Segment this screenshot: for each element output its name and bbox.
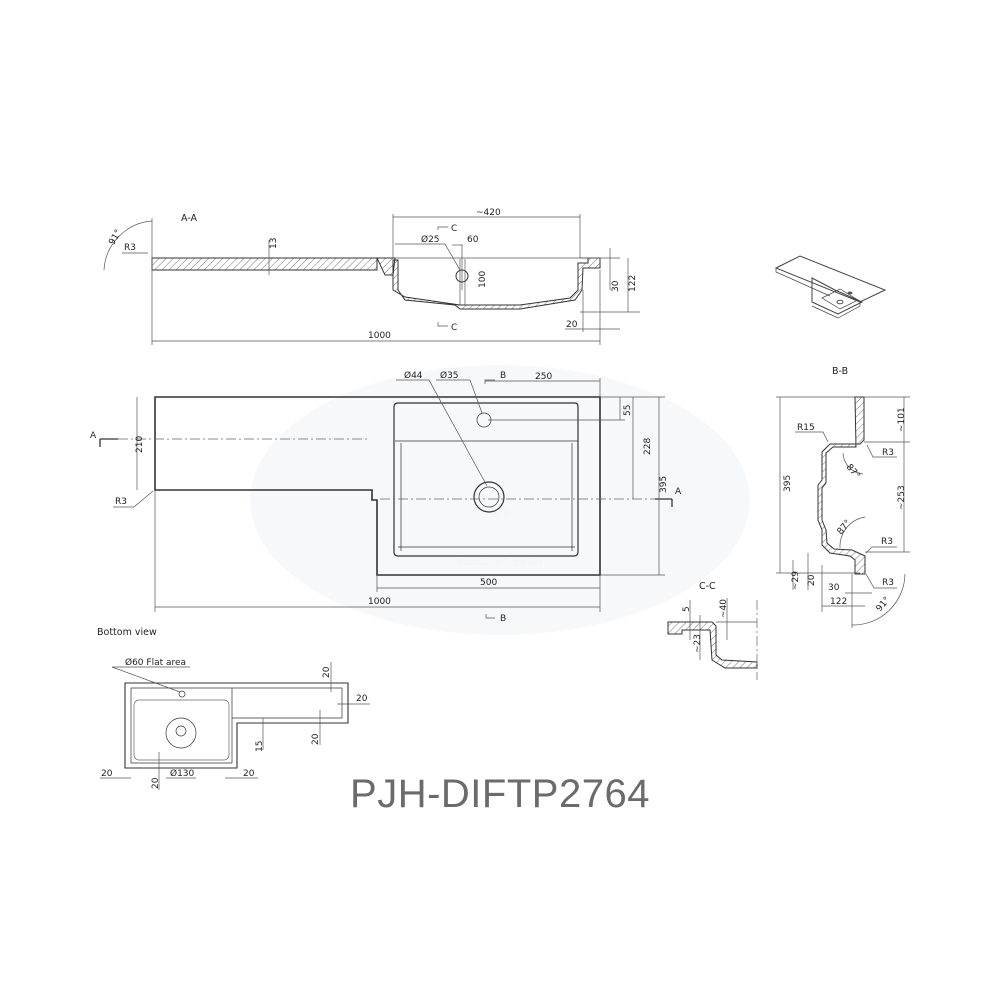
bottom-step-offset: 15 — [255, 741, 265, 752]
plan-shelf-depth: 210 — [135, 436, 145, 453]
plan-view: A A Ø44 Ø35 B 250 55 228 395 210 R3 500 … — [90, 370, 682, 624]
plan-tap-from-top: 55 — [623, 405, 633, 416]
bb-r3-top: R3 — [882, 448, 894, 458]
product-code: PJH-DIFTP2764 — [350, 772, 650, 816]
plan-depth: 395 — [659, 476, 669, 493]
plan-drain-from-top: 228 — [643, 438, 653, 455]
section-aa: A-A 91° R3 13 ~420 C C Ø25 60 100 30 122 — [103, 208, 640, 345]
section-bb-title: B-B — [832, 366, 848, 377]
isometric-thumbnail — [774, 255, 887, 319]
aa-tap-hole: Ø25 — [421, 234, 440, 245]
cut-a-right: A — [675, 487, 682, 497]
bottom-waste: Ø130 — [170, 768, 195, 779]
bb-dim-29: ~29 — [791, 571, 801, 590]
aa-length: 1000 — [368, 331, 391, 341]
plan-tap: Ø35 — [440, 370, 459, 381]
bb-r3-bottom: R3 — [882, 578, 894, 588]
cc-dim-5: 5 — [682, 606, 692, 612]
bottom-left-margin: 20 — [101, 769, 113, 779]
aa-rim: 30 — [611, 280, 621, 292]
svg-text:Plumbing Supplies: Plumbing Supplies — [457, 558, 543, 568]
svg-text:KPS: KPS — [491, 508, 510, 518]
aa-rim-offset: 20 — [566, 320, 578, 330]
plan-tap-from-right: 250 — [535, 372, 552, 382]
aa-tap-offset: 60 — [467, 235, 479, 245]
aa-depth: 100 — [478, 271, 488, 288]
cut-a-left: A — [90, 431, 97, 441]
bb-dim-30: 30 — [828, 583, 840, 593]
bb-angle-top: 87° — [844, 463, 862, 482]
bottom-top-margin: 20 — [322, 666, 332, 678]
aa-angle: 91° — [107, 228, 124, 247]
section-bb: B-B 395 R15 ~101 R3 87° ~253 87° R3 ~29 … — [776, 366, 910, 628]
bottom-flat-area: Ø60 Flat area — [125, 657, 186, 668]
aa-radius: R3 — [124, 243, 136, 253]
cut-b-top: B — [500, 371, 506, 381]
bottom-inner-margin: 20 — [243, 769, 255, 779]
bottom-right-margin: 20 — [356, 694, 368, 704]
bb-angle: 91° — [875, 595, 893, 614]
bottom-view: Bottom view Ø60 Flat area 20 20 20 15 20… — [97, 627, 370, 790]
cc-dim-23: ~23 — [693, 634, 703, 653]
plan-basin-width: 500 — [480, 578, 497, 588]
aa-cut-c-top: C — [451, 224, 457, 234]
bb-angle-bottom: 87° — [836, 518, 854, 537]
aa-total-height: 122 — [628, 275, 638, 292]
watermark: KPS Plumbing Supplies — [250, 365, 750, 635]
plan-length: 1000 — [368, 597, 391, 607]
bottom-step-margin: 20 — [311, 733, 321, 745]
bottom-view-title: Bottom view — [97, 627, 157, 638]
bb-r3-mid: R3 — [881, 537, 893, 547]
section-cc: C-C 5 ~40 ~23 — [667, 581, 758, 680]
bb-top: ~101 — [897, 407, 907, 432]
cut-b-bottom: B — [500, 614, 506, 624]
bb-dim-122: 122 — [830, 597, 847, 607]
cc-dim-40: ~40 — [719, 599, 729, 618]
aa-cut-c-bottom: C — [451, 323, 457, 333]
plan-drain: Ø44 — [404, 370, 423, 381]
section-cc-title: C-C — [699, 581, 716, 592]
aa-basin-width: ~420 — [476, 208, 501, 218]
bb-depth: 395 — [783, 475, 793, 492]
bottom-bottom-margin: 20 — [151, 777, 161, 789]
plan-corner-radius: R3 — [115, 497, 127, 507]
aa-thickness: 13 — [269, 238, 279, 249]
section-aa-title: A-A — [181, 213, 198, 224]
bb-dim-20: 20 — [807, 574, 817, 586]
bb-r15: R15 — [797, 423, 815, 433]
bb-inner: ~253 — [897, 485, 907, 510]
